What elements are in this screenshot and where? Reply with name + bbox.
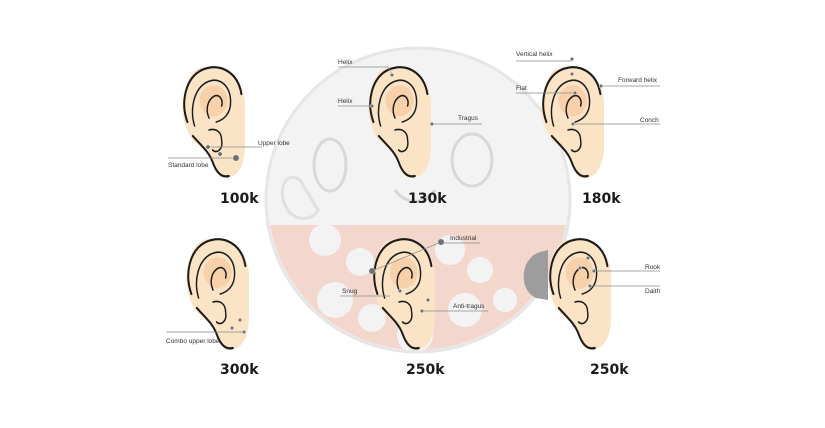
piercing-marker bbox=[232, 154, 240, 162]
piercing-marker bbox=[587, 283, 593, 289]
piercing-label-vertical-helix: Vertical helix bbox=[516, 51, 553, 58]
piercing-label-anti-tragus: Anti-tragus bbox=[453, 303, 485, 310]
piercing-label-helix: Helix bbox=[338, 59, 353, 66]
piercing-marker bbox=[419, 308, 425, 314]
price-label: 100k bbox=[220, 191, 259, 207]
piercing-label-forward-helix: Forward helix bbox=[618, 77, 658, 84]
piercing-label-daith: Daith bbox=[645, 288, 661, 295]
price-label: 180k bbox=[582, 191, 621, 207]
panel-100k: Upper lobe Standard lobe 100k bbox=[168, 65, 290, 207]
piercing-label-tragus: Tragus bbox=[458, 115, 479, 122]
piercing-marker bbox=[217, 151, 223, 157]
price-label: 250k bbox=[406, 362, 445, 378]
price-label: 300k bbox=[220, 362, 259, 378]
piercing-marker bbox=[425, 297, 431, 303]
ear-illustration bbox=[185, 237, 251, 352]
piercing-label-upper-lobe: Upper lobe bbox=[258, 140, 290, 147]
piercing-marker bbox=[237, 317, 243, 323]
piercing-marker bbox=[241, 329, 247, 335]
panel-130k: Helix Helix Tragus 130k bbox=[338, 59, 482, 207]
piercing-label-flat: Flat bbox=[516, 85, 527, 92]
panel-300k: Combo upper lobe 300k bbox=[166, 237, 259, 378]
price-label: 130k bbox=[408, 191, 447, 207]
piercing-marker bbox=[369, 103, 375, 109]
piercing-marker bbox=[569, 71, 575, 77]
piercing-marker bbox=[585, 255, 591, 261]
piercing-marker bbox=[389, 72, 395, 78]
panel-250k-rook-daith: Rook Daith 250k bbox=[547, 237, 661, 378]
piercing-label-conch: Conch bbox=[640, 117, 659, 124]
piercing-marker bbox=[397, 288, 403, 294]
piercing-marker bbox=[572, 90, 578, 96]
piercing-marker bbox=[429, 121, 435, 127]
piercing-marker bbox=[598, 83, 604, 89]
piercing-label-helix: Helix bbox=[338, 98, 353, 105]
piercing-label-standard-lobe: Standard lobe bbox=[168, 162, 209, 169]
ear-illustration bbox=[547, 237, 613, 352]
piercing-marker bbox=[368, 267, 376, 275]
piercing-marker bbox=[591, 268, 597, 274]
piercing-marker bbox=[569, 56, 575, 62]
price-label: 250k bbox=[590, 362, 629, 378]
panel-180k: Vertical helix Forward helix Flat Conch … bbox=[516, 51, 660, 207]
piercing-label-industrial: Industrial bbox=[450, 235, 477, 242]
panel-250k-industrial: Industrial Snug Anti-tragus 250k bbox=[340, 235, 488, 378]
piercing-marker bbox=[205, 144, 211, 150]
piercing-label-snug: Snug bbox=[342, 288, 358, 295]
piercing-label-rook: Rook bbox=[645, 264, 661, 271]
piercing-marker bbox=[229, 325, 235, 331]
piercing-marker bbox=[570, 121, 576, 127]
piercing-marker bbox=[437, 238, 445, 246]
piercing-marker bbox=[577, 265, 583, 271]
piercing-label-combo-upper-lobe: Combo upper lobe bbox=[166, 338, 220, 345]
